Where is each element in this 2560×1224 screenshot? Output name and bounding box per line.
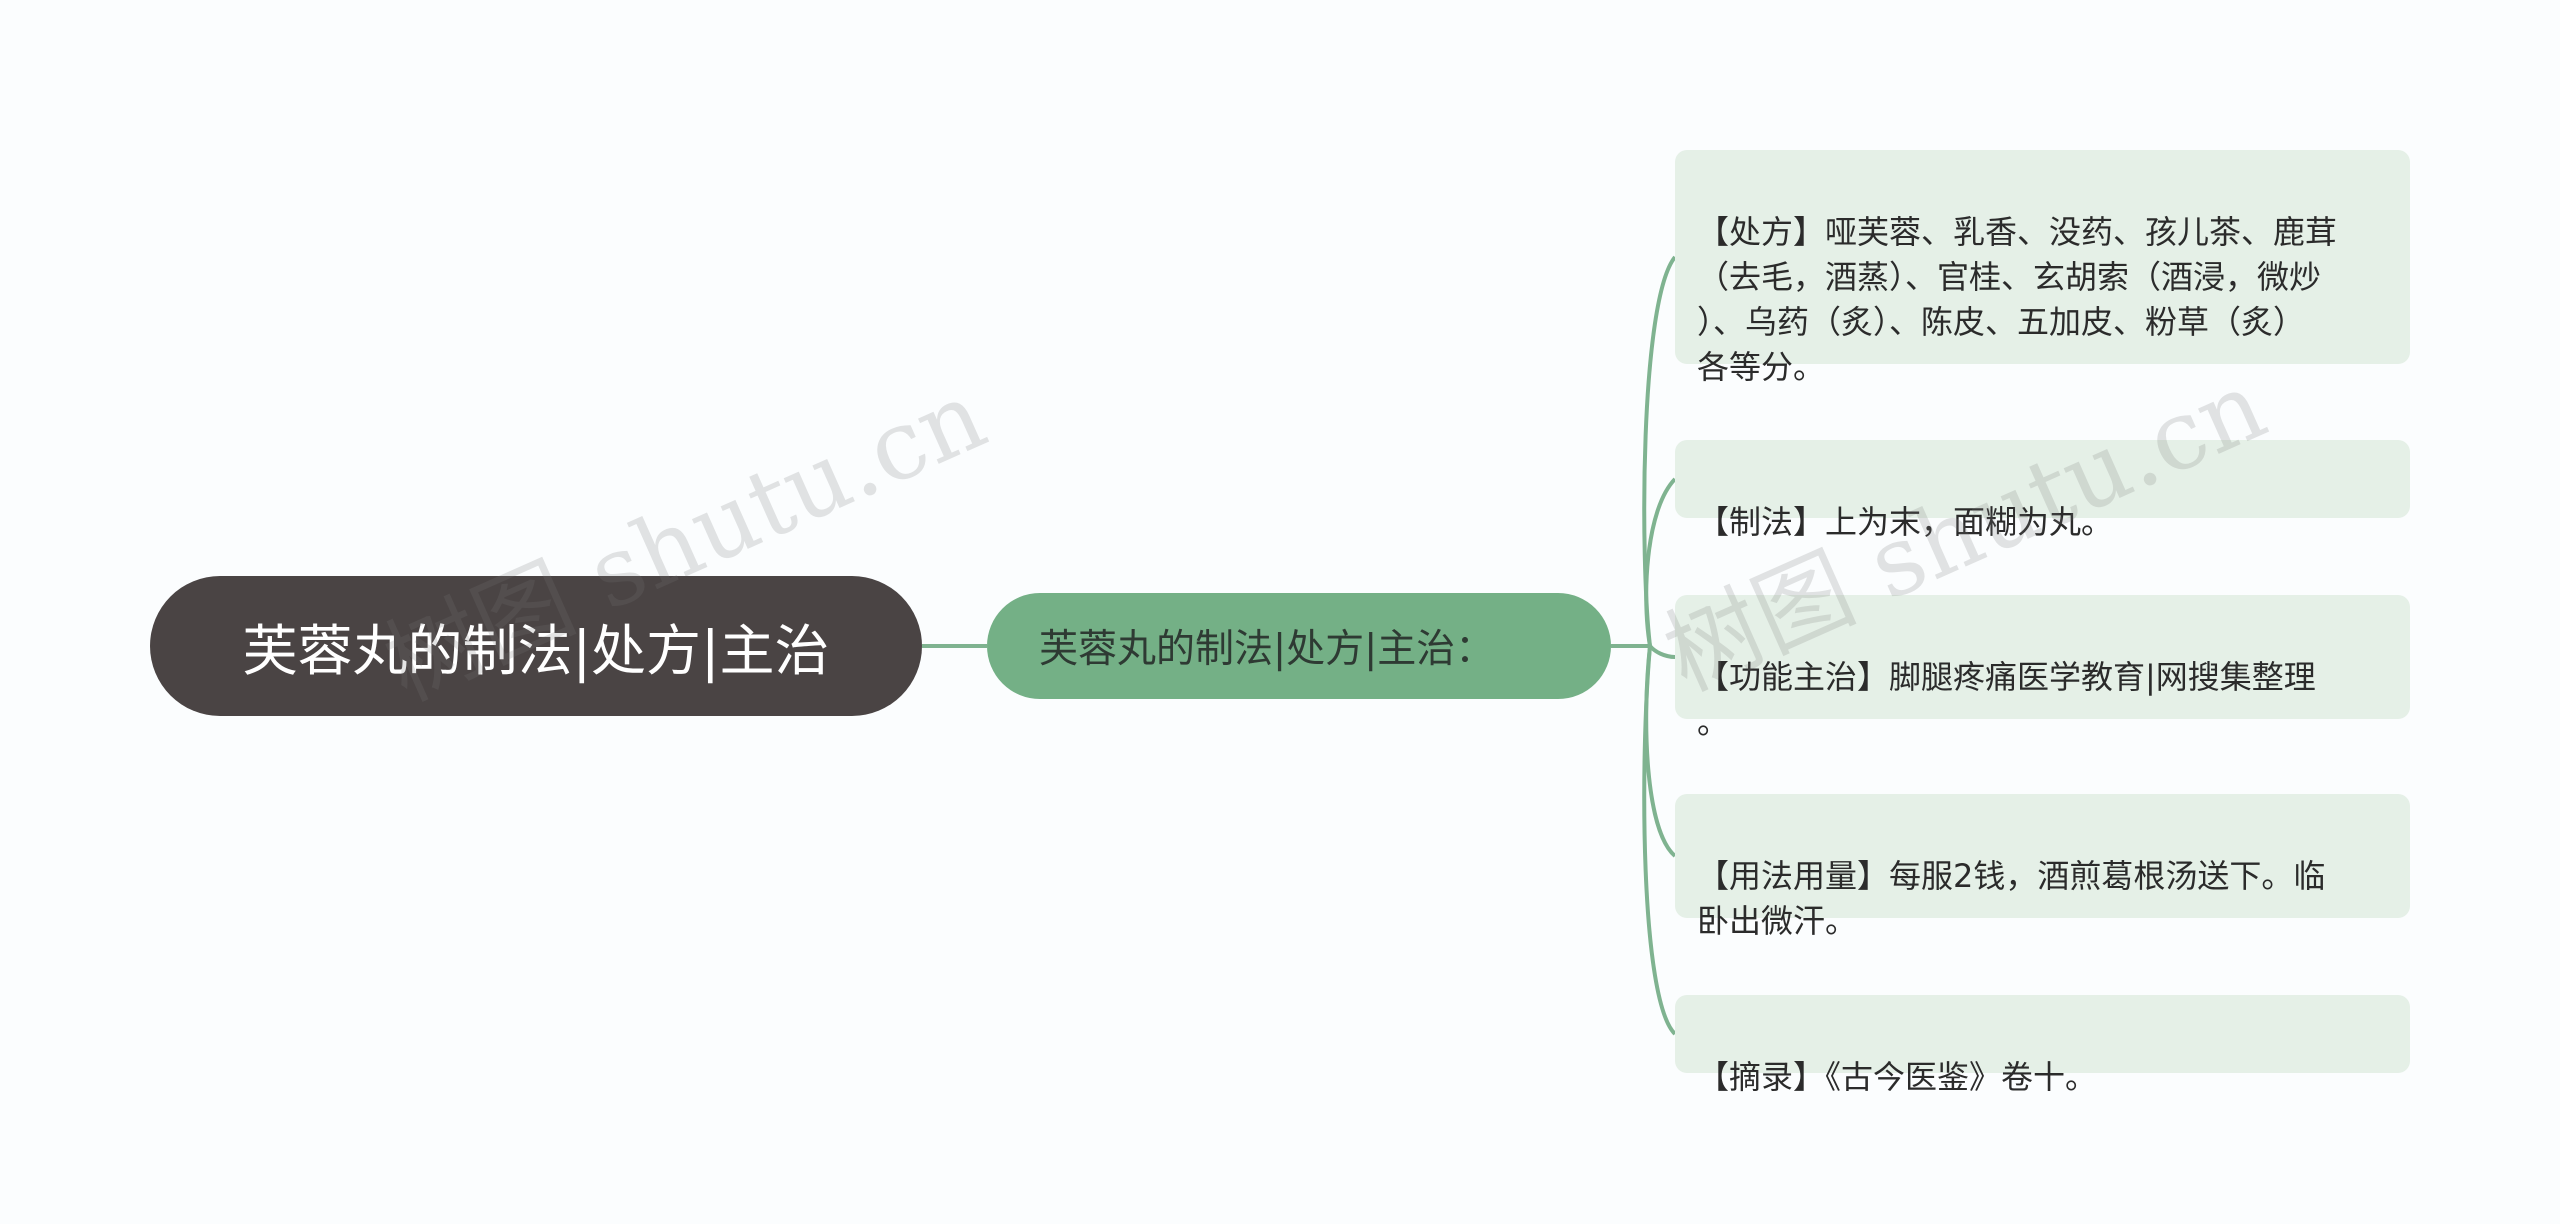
connector-to-leaf-1 — [1642, 255, 1677, 647]
leaf-node-indications[interactable]: 【功能主治】脚腿疼痛医学教育|网搜集整理 。 — [1675, 595, 2410, 741]
connector-to-leaf-4 — [1644, 645, 1677, 858]
root-topic-label: 芙蓉丸的制法|处方|主治 — [242, 619, 830, 683]
leaf-node-prescription[interactable]: 【处方】哑芙蓉、乳香、没药、孩儿茶、鹿茸 （去毛，酒蒸）、官桂、玄胡索（酒浸，微… — [1675, 150, 2410, 386]
connector-to-leaf-3 — [1648, 644, 1676, 659]
leaf-node-source[interactable]: 【摘录】《古今医鉴》卷十。 — [1675, 995, 2410, 1096]
leaf-label-dosage: 【用法用量】每服2钱，酒煎葛根汤送下。临 卧出微汗。 — [1697, 857, 2326, 940]
branch-topic-node[interactable]: 芙蓉丸的制法|处方|主治： — [987, 593, 1611, 699]
leaf-node-preparation[interactable]: 【制法】上为末，面糊为丸。 — [1675, 440, 2410, 541]
leaf-label-prescription: 【处方】哑芙蓉、乳香、没药、孩儿茶、鹿茸 （去毛，酒蒸）、官桂、玄胡索（酒浸，微… — [1697, 213, 2338, 386]
branch-topic-label: 芙蓉丸的制法|处方|主治： — [1039, 627, 1495, 672]
leaf-label-source: 【摘录】《古今医鉴》卷十。 — [1697, 1058, 2098, 1096]
connector-to-leaf-5 — [1642, 645, 1677, 1036]
leaf-node-dosage[interactable]: 【用法用量】每服2钱，酒煎葛根汤送下。临 卧出微汗。 — [1675, 794, 2410, 940]
connector-to-leaf-2 — [1644, 477, 1677, 647]
leaf-label-preparation: 【制法】上为末，面糊为丸。 — [1697, 503, 2114, 541]
leaf-label-indications: 【功能主治】脚腿疼痛医学教育|网搜集整理 。 — [1697, 658, 2316, 741]
root-topic-node[interactable]: 芙蓉丸的制法|处方|主治 — [150, 576, 922, 716]
